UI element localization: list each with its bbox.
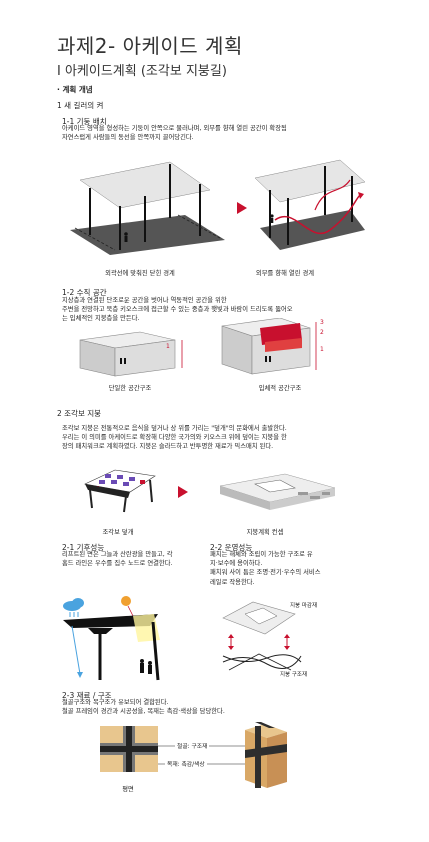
single-space-diagram xyxy=(79,331,183,377)
page-title: 과제2- 아케이드 계획 xyxy=(57,34,243,58)
section-2-2-heading: 2-2 운영성능 xyxy=(210,543,253,552)
page-subtitle: I 아케이드계획 (조각보 지붕길) xyxy=(57,64,227,79)
roof-structure-label: 지붕 구조재 xyxy=(280,672,308,678)
section-2-1-heading: 2-1 기후성능 xyxy=(62,543,105,552)
text-line: 는 입체적인 지붕층을 만든다. xyxy=(62,315,140,323)
bojagi-cover-diagram xyxy=(84,469,156,513)
material-structure-diagram xyxy=(100,722,287,788)
closed-boundary-diagram xyxy=(70,161,225,255)
text-line: 리프트된 면은 그늘과 산란광을 만들고, 각 xyxy=(62,551,173,558)
section-1-1-text: 아케이드 영역을 형성하는 기둥이 안쪽으로 물러나며, 외부를 향해 열린 공… xyxy=(62,124,392,142)
section-2-3-heading: 2-3 재료 / 구조 xyxy=(62,691,112,700)
section-2-1-text: 리프트된 면은 그늘과 산란광을 만들고, 각 홈드 라인은 우수를 집수 노드… xyxy=(62,550,222,568)
plan-heading: · 계획 개념 xyxy=(57,85,93,94)
text-line: 조각보 지붕은 전통적으로 음식을 덮거나 상 위를 가리는 "덮개"의 문화에… xyxy=(62,425,287,432)
climate-performance-diagram xyxy=(63,596,160,681)
roof-finish-label: 지붕 마감재 xyxy=(290,603,318,609)
section-1-2-text: 지상층과 연결된 단조로운 공간을 벗어나 역동적인 공간을 위한 주변을 전망… xyxy=(62,296,402,324)
steel-label: 철골: 구조재 xyxy=(175,741,210,750)
plan-diagram xyxy=(100,726,158,772)
section-2-heading: 2 조각보 지붕 xyxy=(57,409,102,418)
text-line: 우리는 이 의미를 아케이드로 확장해 다양한 국가의와 키오스크 위에 덮이는… xyxy=(62,434,287,442)
section-2-3-text: 철골구조와 목구조가 유보되어 결합된다. 철골 프레임이 경간과 시공성을, … xyxy=(62,698,362,716)
section-1-heading: 1 새 길러의 켜 xyxy=(57,101,104,110)
text-line: 지상층과 연결된 단조로운 공간을 벗어나 역동적인 공간을 위한 xyxy=(62,297,227,304)
open-boundary-diagram xyxy=(254,159,366,250)
arcade-diagrams xyxy=(70,159,366,255)
level-label: 2 xyxy=(320,329,324,336)
section-1-1-heading: 1-1 기둥 배치 xyxy=(62,117,107,126)
caption-single-space: 단일한 공간구조 xyxy=(108,385,152,392)
roof-concept-diagrams xyxy=(84,469,336,513)
text-line: 지·보수에 용이하다. xyxy=(210,560,263,568)
text-line: 자연스럽게 사람들의 동선을 안쪽까지 끌어당긴다. xyxy=(62,134,194,142)
text-line: 주변을 전망하고 북층 키오스크에 접근할 수 있는 중층과 햇빛과 바람이 드… xyxy=(62,306,293,314)
arrow-icon xyxy=(178,486,188,498)
roof-concept-diagram xyxy=(219,473,336,510)
text-line: 패치워 사이 틈은 조명·전기·우수의 서비스 xyxy=(210,569,321,577)
arrow-icon xyxy=(237,202,247,214)
wood-label: 목재: 촉감/색상 xyxy=(165,759,207,768)
text-line: 철골구조와 목구조가 유보되어 결합된다. xyxy=(62,699,169,706)
level-label: 1 xyxy=(320,346,324,353)
text-line: 레일로 작용한다. xyxy=(210,578,255,586)
level-label: 1 xyxy=(166,343,170,350)
operational-performance-diagram xyxy=(222,601,302,671)
text-line: 아케이드 영역을 형성하는 기둥이 안쪽으로 물러나며, 외부를 향해 열린 공… xyxy=(62,125,287,132)
column-model-diagram xyxy=(245,722,287,788)
text-line: 철골 프레임이 경간과 시공성을, 목재는 촉감·색상을 담당한다. xyxy=(62,708,225,716)
plan-caption: 평면 xyxy=(122,786,134,793)
section-2-text: 조각보 지붕은 전통적으로 음식을 덮거나 상 위를 가리는 "덮개"의 문화에… xyxy=(62,424,402,452)
text-line: 장의 패치워크로 계획하였다. 지붕은 슬라드하고 반투명한 재료가 믹스매치 … xyxy=(62,443,274,451)
spatial-structure-diagrams xyxy=(79,318,317,377)
level-label: 3 xyxy=(320,319,324,326)
sun-icon xyxy=(121,596,131,606)
text-line: 패치는 해체와 조립이 가능한 구조로 유 xyxy=(210,551,313,558)
text-line: 홈드 라인은 우수를 집수 노드로 연결한다. xyxy=(62,560,173,568)
layered-space-diagram xyxy=(221,318,317,375)
caption-closed-boundary: 외곽선에 맞춰진 닫힌 경계 xyxy=(105,270,175,277)
section-1-2-heading: 1-2 수직 공간 xyxy=(62,288,107,297)
cloud-icon xyxy=(63,598,84,611)
caption-bojagi-cover: 조각보 덮개 xyxy=(102,529,134,536)
caption-layered-space: 입체적 공간구조 xyxy=(258,385,302,392)
caption-open-boundary: 외부를 향해 열린 경계 xyxy=(255,270,315,277)
caption-roof-concept: 지붕계획 컨셉 xyxy=(246,529,284,536)
section-2-2-text: 패치는 해체와 조립이 가능한 구조로 유 지·보수에 용이하다. 패치워 사이… xyxy=(210,550,390,587)
